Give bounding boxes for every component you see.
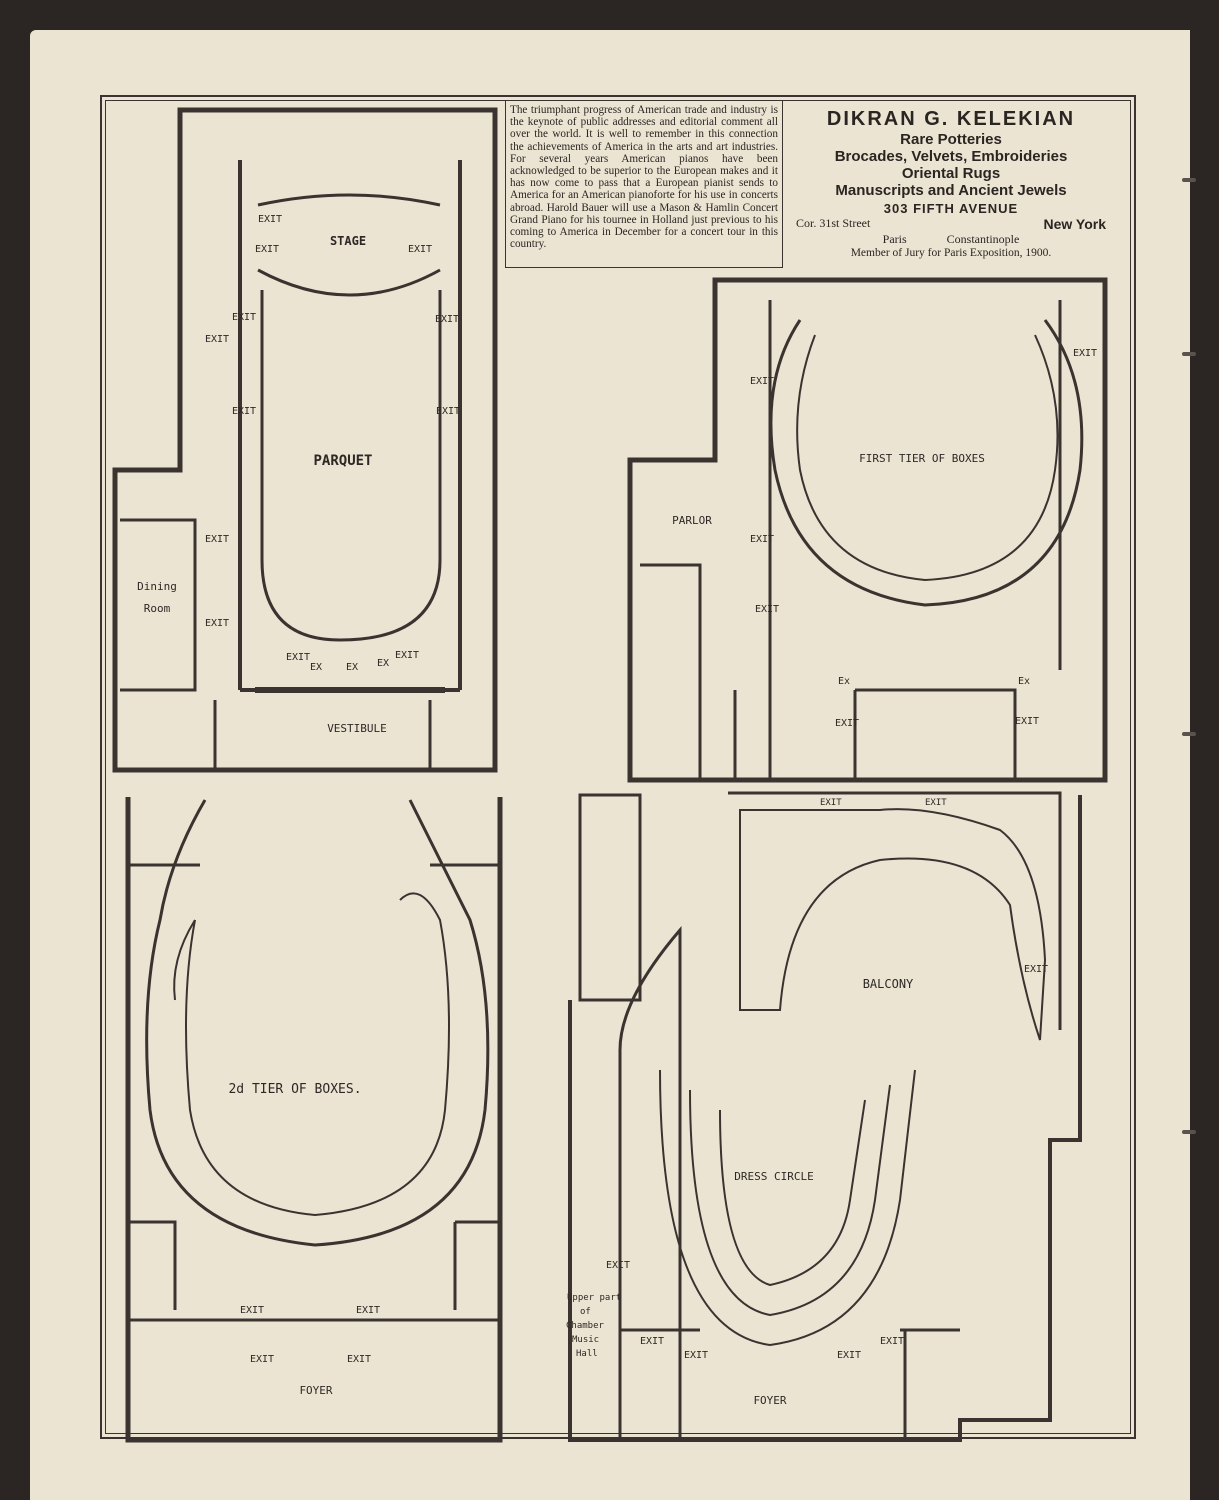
ground-floor-plan — [112, 107, 498, 773]
balcony-title: BALCONY — [863, 977, 914, 991]
foyer-label: FOYER — [753, 1394, 786, 1407]
exit-label: EXIT — [205, 618, 229, 629]
exit-label: EXIT — [356, 1305, 380, 1316]
ex-label: Ex — [838, 676, 850, 687]
exit-label: EXIT — [750, 376, 774, 387]
chamber-label: of — [580, 1307, 591, 1317]
advert-location-row: Cor. 31st Street New York — [790, 216, 1112, 232]
advert-city: New York — [1043, 216, 1106, 232]
chamber-label: Upper part — [567, 1293, 621, 1303]
first-tier-plan — [627, 277, 1108, 783]
exit-label: EXIT — [240, 1305, 264, 1316]
exit-label: EXIT — [1015, 716, 1039, 727]
dress-circle-rows — [659, 1069, 916, 1347]
advert-branch-paris: Paris — [882, 232, 907, 246]
advert-line: Brocades, Velvets, Embroideries — [834, 148, 1068, 165]
exit-label: EXIT — [232, 406, 256, 417]
room-label: Room — [144, 602, 171, 615]
kelekian-advert: DIKRAN G. KELEKIAN Rare Potteries Brocad… — [790, 100, 1112, 268]
advert-name: DIKRAN G. KELEKIAN — [826, 108, 1076, 130]
exit-label: EXIT — [755, 604, 779, 615]
ex-label: EX — [346, 662, 358, 673]
exit-label: EXIT — [232, 312, 256, 323]
ex-label: EX — [377, 658, 389, 669]
binding-staple — [1182, 1130, 1196, 1134]
vestibule-label: VESTIBULE — [327, 722, 387, 735]
exit-label: EXIT — [925, 798, 947, 808]
advert-line: Oriental Rugs — [901, 165, 1001, 182]
parlor-label: PARLOR — [672, 514, 712, 527]
balcony-plan — [568, 791, 1082, 1442]
advert-branches: Paris Constantinople — [790, 232, 1112, 247]
chamber-label: Chamber — [566, 1321, 605, 1331]
exit-label: EXIT — [880, 1336, 904, 1347]
exit-label: EXIT — [640, 1336, 664, 1347]
exit-label: EXIT — [395, 650, 419, 661]
parquet-outline — [260, 290, 442, 642]
foyer-label: FOYER — [299, 1384, 332, 1397]
first-tier-boxes — [769, 319, 1084, 607]
second-tier-plan — [125, 797, 503, 1443]
advert-branch-constantinople: Constantinople — [946, 232, 1020, 246]
exit-label: EXIT — [820, 798, 842, 808]
program-page — [30, 30, 1190, 1500]
exit-label: EXIT — [684, 1350, 708, 1361]
advert-jury: Member of Jury for Paris Exposition, 190… — [850, 247, 1052, 259]
exit-label: EXIT — [347, 1354, 371, 1365]
exit-label: EXIT — [205, 334, 229, 345]
exit-label: EXIT — [255, 244, 279, 255]
exit-label: EXIT — [1024, 964, 1048, 975]
parquet-label: PARQUET — [313, 453, 372, 469]
dining-label: Dining — [137, 580, 177, 593]
advert-line: Rare Potteries — [900, 131, 1002, 148]
stage-outline — [257, 193, 441, 297]
advert-address: 303 FIFTH AVENUE — [883, 201, 1019, 216]
dress-circle-label: DRESS CIRCLE — [734, 1170, 813, 1183]
exit-label: EXIT — [435, 314, 459, 325]
second-tier-outline — [145, 799, 490, 1247]
second-tier-title: 2d TIER OF BOXES. — [228, 1082, 361, 1097]
exit-label: EXIT — [408, 244, 432, 255]
exit-label: EXIT — [436, 406, 460, 417]
binding-staple — [1182, 352, 1196, 356]
ex-label: Ex — [1018, 676, 1030, 687]
binding-staple — [1182, 178, 1196, 182]
piano-article: The triumphant progress of American trad… — [505, 100, 783, 268]
exit-label: EXIT — [750, 534, 774, 545]
first-tier-title: FIRST TIER OF BOXES — [859, 452, 985, 465]
balcony-seating — [739, 808, 1047, 1041]
advert-corner: Cor. 31st Street — [796, 216, 871, 230]
advert-line: Manuscripts and Ancient Jewels — [835, 182, 1067, 199]
exit-label: EXIT — [286, 652, 310, 663]
exit-label: EXIT — [205, 534, 229, 545]
chamber-label: Hall — [576, 1349, 598, 1359]
exit-label: EXIT — [837, 1350, 861, 1361]
exit-label: EXIT — [606, 1260, 630, 1271]
exit-label: EXIT — [1073, 348, 1097, 359]
binding-staple — [1182, 732, 1196, 736]
exit-label: EXIT — [835, 718, 859, 729]
stage-label: STAGE — [330, 234, 366, 248]
chamber-label: Music — [572, 1335, 599, 1345]
ex-label: EX — [310, 662, 322, 673]
exit-label: EXIT — [250, 1354, 274, 1365]
exit-label: EXIT — [258, 214, 282, 225]
